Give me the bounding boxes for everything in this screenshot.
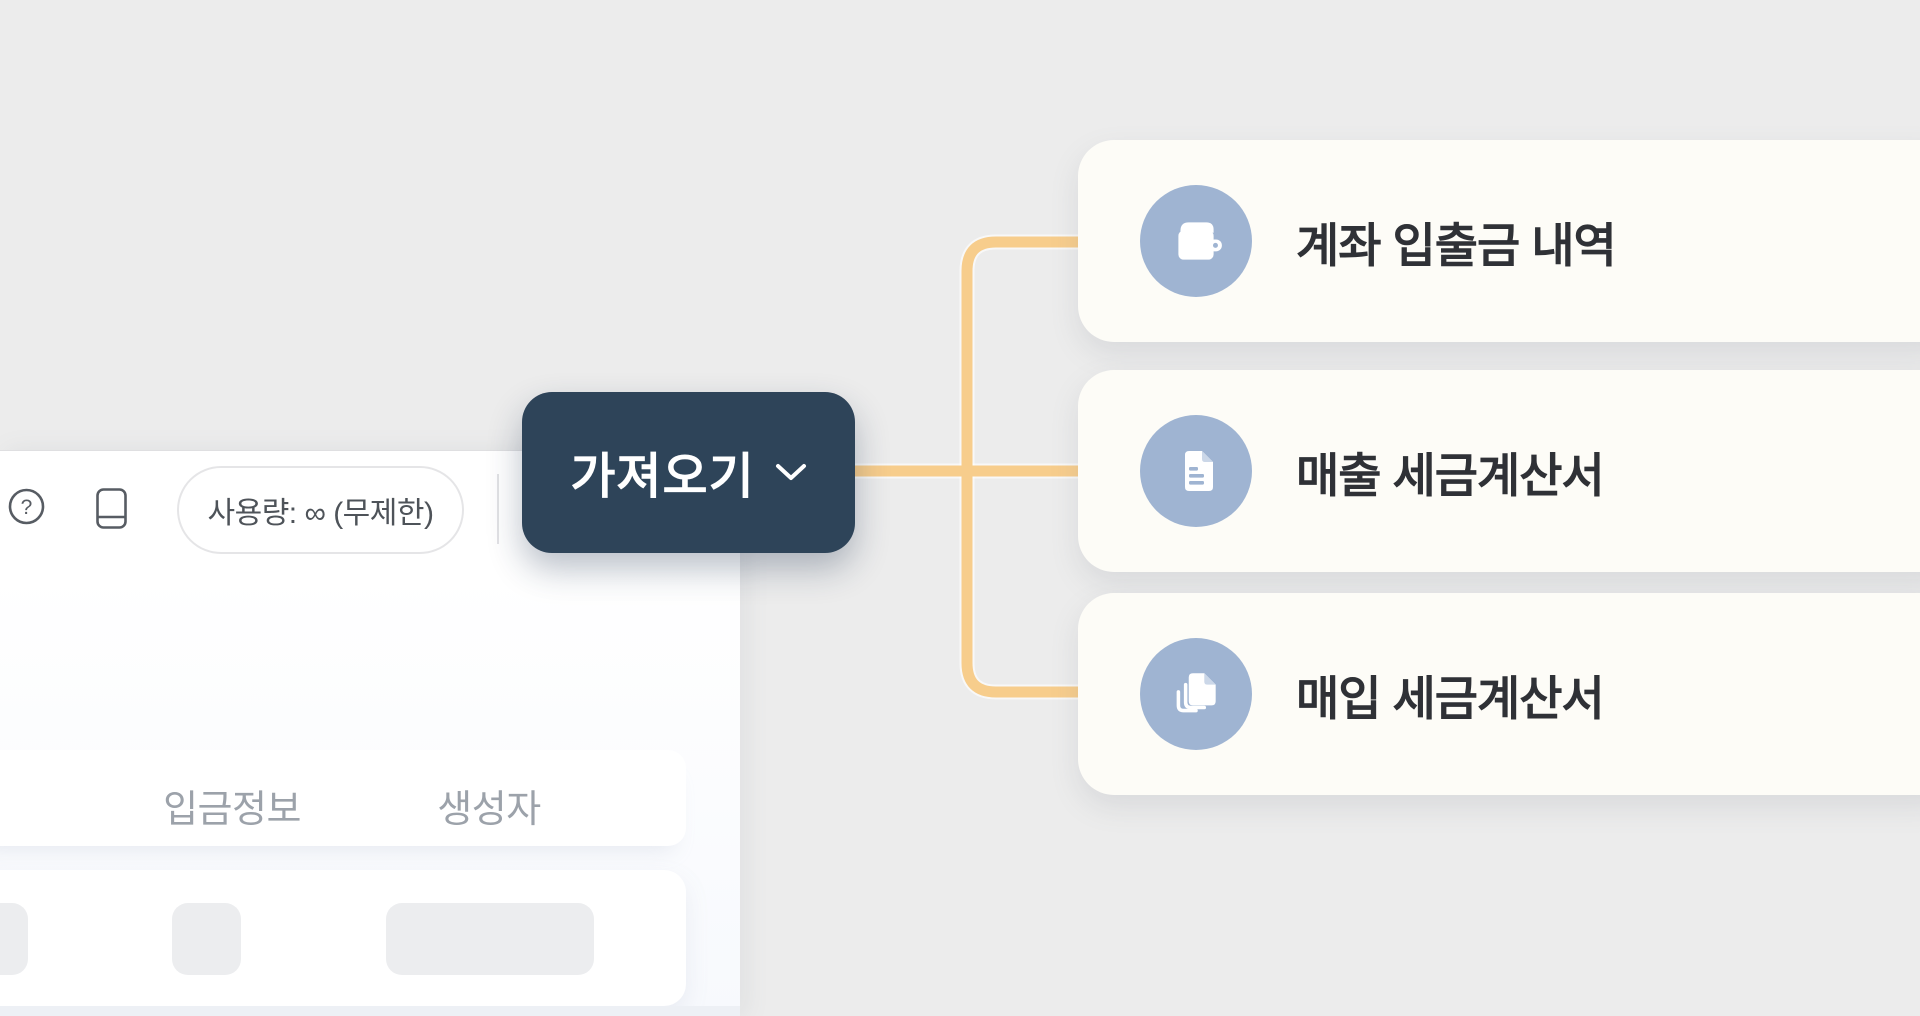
usage-badge: 사용량: ∞ (무제한)	[177, 466, 464, 554]
usage-label: 사용량: ∞ (무제한)	[207, 497, 434, 530]
svg-text:?: ?	[21, 496, 33, 519]
card-label: 매입 세금계산서	[1296, 671, 1605, 725]
table-row	[0, 870, 686, 1006]
help-circle-icon[interactable]: ?	[8, 488, 45, 530]
skeleton-cell	[386, 903, 594, 975]
book-icon[interactable]	[96, 488, 127, 534]
card-label: 매출 세금계산서	[1296, 448, 1605, 502]
app-content: 입금정보 생성자	[0, 572, 740, 1016]
card-purchase-tax-invoice[interactable]: 매입 세금계산서	[1078, 593, 1920, 795]
document-icon	[1140, 415, 1252, 527]
wallet-icon	[1140, 185, 1252, 297]
connector-bracket-line	[961, 236, 1079, 698]
import-button[interactable]: 가져오기	[522, 392, 855, 553]
skeleton-cell	[172, 903, 241, 975]
column-header-deposit-info: 입금정보	[163, 789, 301, 831]
import-button-label: 가져오기	[570, 450, 755, 504]
chevron-down-icon	[775, 463, 807, 482]
card-account-transactions[interactable]: 계좌 입출금 내역	[1078, 140, 1920, 342]
toolbar-divider	[497, 474, 499, 544]
card-sales-tax-invoice[interactable]: 매출 세금계산서	[1078, 370, 1920, 572]
documents-copy-icon	[1140, 638, 1252, 750]
card-label: 계좌 입출금 내역	[1296, 218, 1617, 272]
bottom-strip	[0, 1006, 740, 1016]
table-header-panel	[0, 750, 686, 846]
column-header-creator: 생성자	[437, 789, 541, 831]
skeleton-cell	[0, 903, 28, 975]
